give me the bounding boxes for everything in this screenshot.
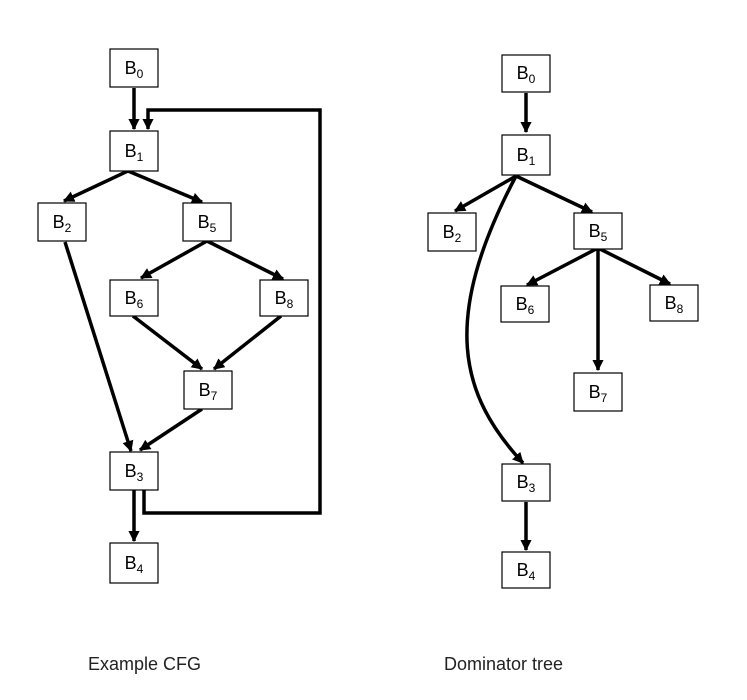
dom-edge-b5-b8 (597, 246, 672, 286)
node-label-base: B (275, 288, 287, 308)
node-label-base: B (665, 293, 677, 313)
cfg-caption: Example CFG (88, 654, 202, 674)
node-label-subscript: 7 (601, 391, 608, 405)
node-label-subscript: 7 (211, 389, 218, 403)
cfg-edges (62, 88, 322, 543)
cfg-edge-b8-b7 (212, 314, 283, 371)
svg-text:B1: B1 (517, 145, 536, 168)
svg-text:B3: B3 (125, 461, 144, 484)
cfg-edge-b3-b1-back (142, 108, 322, 515)
dom-node-b4: B4 (501, 551, 551, 589)
dom-node-b5: B5 (573, 212, 623, 250)
node-label-subscript: 1 (137, 150, 144, 164)
node-label-subscript: 1 (529, 154, 536, 168)
svg-text:B2: B2 (443, 222, 462, 245)
node-label-base: B (443, 222, 455, 242)
node-label-subscript: 3 (137, 470, 144, 484)
svg-text:B5: B5 (589, 221, 608, 244)
svg-text:B2: B2 (53, 212, 72, 235)
dom-node-b7: B7 (573, 372, 623, 412)
node-label-subscript: 2 (455, 231, 462, 245)
svg-text:B4: B4 (517, 560, 536, 583)
svg-text:B7: B7 (199, 380, 218, 403)
dom-node-b8: B8 (649, 284, 699, 322)
cfg-edge-b6-b7 (131, 314, 204, 371)
node-label-subscript: 5 (601, 230, 608, 244)
node-label-base: B (125, 58, 137, 78)
node-label-subscript: 6 (528, 303, 535, 317)
svg-text:B0: B0 (517, 63, 536, 86)
cfg-edge-b5-b6 (140, 239, 208, 280)
cfg-node-b3: B3 (109, 451, 159, 491)
node-label-subscript: 3 (529, 481, 536, 495)
node-label-subscript: 2 (65, 221, 72, 235)
node-label-subscript: 5 (210, 221, 217, 235)
node-label-subscript: 8 (677, 302, 684, 316)
node-label-base: B (516, 294, 528, 314)
cfg-node-b8: B8 (259, 279, 309, 317)
svg-text:B6: B6 (125, 288, 144, 311)
node-label-base: B (517, 560, 529, 580)
cfg-edge-b1-b5 (127, 169, 204, 204)
dom-edges (454, 93, 672, 552)
cfg-node-b6: B6 (109, 279, 159, 317)
dom-edge-b1-b3 (465, 175, 525, 465)
dom-edge-b1-b5 (515, 174, 594, 214)
node-label-base: B (589, 382, 601, 402)
svg-text:B0: B0 (125, 58, 144, 81)
svg-text:B8: B8 (665, 293, 684, 316)
dom-node-b3: B3 (501, 463, 551, 502)
svg-text:B6: B6 (516, 294, 535, 317)
dom-node-b2: B2 (427, 212, 477, 252)
dominator-tree-caption: Dominator tree (444, 654, 564, 674)
node-label-base: B (517, 145, 529, 165)
dom-node-b6: B6 (500, 285, 550, 323)
svg-text:B4: B4 (125, 553, 144, 576)
node-label-subscript: 0 (137, 67, 144, 81)
cfg-node-b1: B1 (109, 130, 159, 172)
svg-text:B5: B5 (198, 212, 217, 235)
node-label-base: B (199, 380, 211, 400)
node-label-base: B (517, 63, 529, 83)
dom-edge-b1-b2 (454, 174, 517, 213)
dom-node-b0: B0 (501, 54, 551, 93)
node-label-base: B (125, 141, 137, 161)
cfg-edge-b1-b2 (62, 169, 129, 203)
node-label-subscript: 8 (287, 297, 294, 311)
cfg-node-b2: B2 (37, 202, 87, 242)
node-label-subscript: 4 (137, 562, 144, 576)
cfg-edge-b2-b3 (63, 241, 134, 453)
cfg-edge-b7-b3 (139, 407, 203, 452)
node-label-subscript: 0 (529, 72, 536, 86)
node-label-base: B (517, 472, 529, 492)
node-label-base: B (53, 212, 65, 232)
cfg-node-b0: B0 (109, 48, 159, 88)
cfg-node-b4: B4 (109, 542, 159, 584)
node-label-base: B (125, 553, 137, 573)
svg-text:B8: B8 (275, 288, 294, 311)
svg-text:B3: B3 (517, 472, 536, 495)
dom-edge-b5-b6 (526, 246, 599, 287)
node-label-subscript: 4 (529, 569, 536, 583)
svg-text:B7: B7 (589, 382, 608, 405)
node-label-subscript: 6 (137, 297, 144, 311)
dom-node-b1: B1 (501, 134, 551, 176)
svg-text:B1: B1 (125, 141, 144, 164)
cfg-node-b5: B5 (182, 202, 232, 242)
node-label-base: B (125, 461, 137, 481)
node-label-base: B (198, 212, 210, 232)
node-label-base: B (589, 221, 601, 241)
cfg-node-b7: B7 (183, 370, 233, 410)
cfg-edge-b5-b8 (206, 239, 285, 281)
node-label-base: B (125, 288, 137, 308)
